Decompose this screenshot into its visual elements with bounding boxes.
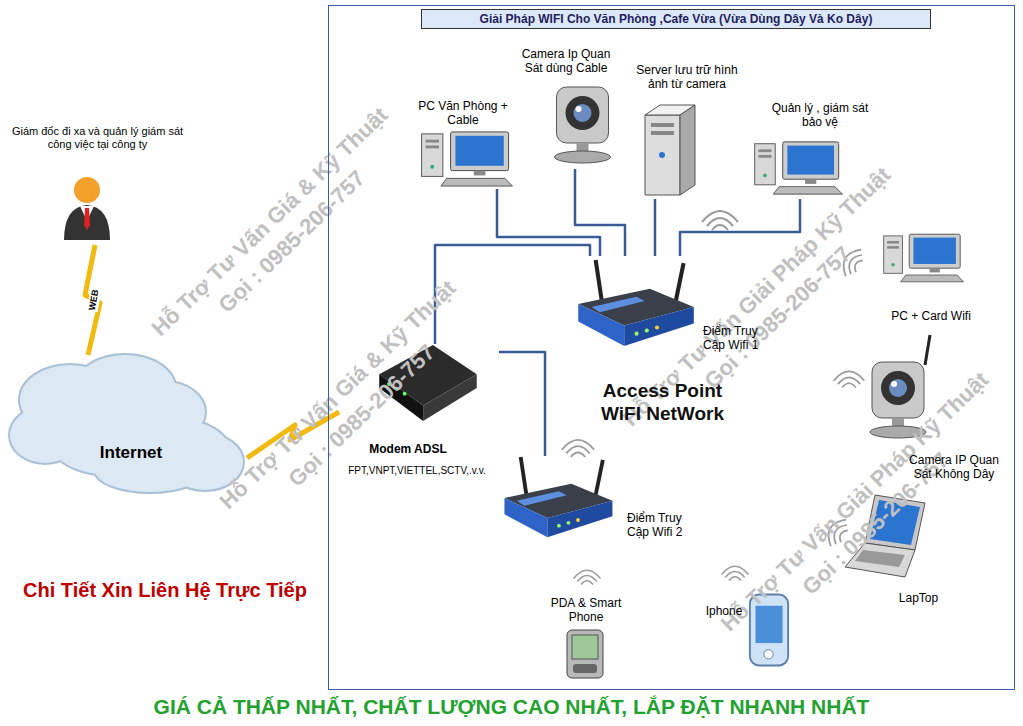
cloud-fill: [10, 355, 243, 492]
node-label: FPT,VNPT,VIETTEL,SCTV,.v.v.: [339, 465, 495, 477]
antenna: [925, 335, 930, 365]
network-cable: [575, 169, 625, 256]
device-node: Internet: [15, 355, 247, 495]
wifi-waves: [574, 570, 601, 584]
node-label: PC Văn Phòng + Cable: [413, 99, 513, 128]
node-label: LapTop: [886, 591, 951, 605]
node-label: Iphone: [701, 604, 747, 618]
router-icon: [578, 260, 694, 346]
device-node: Điểm Truy Cập Wifi 2: [499, 456, 701, 546]
node-label: Quản lý , giám sát bảo vệ: [761, 101, 879, 130]
device-node: PC Văn Phòng + Cable: [399, 99, 527, 189]
pda-icon: [567, 630, 603, 678]
network-cable: [499, 352, 545, 456]
network-panel: Giải Pháp WIFI Cho Văn Phòng ,Cafe Vừa (…: [328, 5, 1015, 690]
server-icon: [645, 105, 695, 195]
device-node: Quản lý , giám sát bảo vệ: [753, 101, 885, 199]
node-label: Internet: [81, 443, 181, 463]
network-cable: [654, 199, 657, 256]
node-label: Điểm Truy Cập Wifi 1: [703, 324, 771, 353]
device-node: PDA & Smart Phone: [541, 596, 631, 683]
watermark-text: Hỗ Trợ Tư Vấn Giải Pháp Kỹ Thuật: [716, 367, 994, 637]
wifi-waves: [834, 371, 865, 387]
device-node: Điểm Truy Cập Wifi 1: [573, 256, 773, 359]
caption-text: Access Point WiFI NetWork: [585, 380, 740, 426]
node-label: Điểm Truy Cập Wifi 2: [627, 511, 697, 540]
node-label: Camera Ip Quan Sát dùng Cable: [516, 47, 616, 76]
pc-icon: [884, 234, 964, 282]
node-label: Camera IP Quan Sát Không Dây: [904, 453, 1004, 482]
device-node: Modem ADSL FPT,VNPT,VIETTEL,SCTV,.v.v.: [339, 344, 499, 486]
node-label: Giám đốc đi xa và quản lý giám sát công …: [7, 125, 188, 151]
node-label: PDA & Smart Phone: [543, 596, 629, 625]
wifi-waves: [722, 566, 749, 580]
watermark-text: Hỗ Trợ Tư Vấn Giá & Kỹ Thuật: [147, 102, 394, 342]
device-node: LapTop: [841, 491, 956, 611]
device-node: PC + Card Wifi: [871, 229, 995, 329]
wifi-waves: [702, 211, 738, 230]
caption-text: GIÁ CẢ THẤP NHẤT, CHẤT LƯỢNG CAO NHẤT, L…: [0, 694, 1023, 719]
device-node: Iphone: [701, 586, 796, 676]
node-label: Modem ADSL: [353, 442, 463, 456]
lightning-link: [85, 245, 100, 355]
caption-text: Chi Tiết Xin Liên Hệ Trực Tiếp: [10, 578, 320, 602]
pc-icon: [422, 132, 513, 186]
device-node: Camera IP Quan Sát Không Dây: [856, 353, 1006, 486]
network-cable: [680, 199, 800, 256]
watermark-text: Hỗ Trợ Tư Vấn Giá & Kỹ Thuật: [215, 275, 462, 515]
device-node: Giám đốc đi xa và quản lý giám sát công …: [5, 125, 190, 245]
wifi-waves: [562, 440, 594, 457]
panel-title: Giải Pháp WIFI Cho Văn Phòng ,Cafe Vừa (…: [421, 9, 931, 29]
pc-icon: [755, 142, 843, 194]
edge-label: WEB: [86, 287, 101, 312]
cloud-outline: [10, 355, 243, 492]
router-icon: [504, 457, 612, 537]
device-node: Server lưu trữ hình ảnh từ camera: [626, 63, 748, 199]
person-icon: [64, 177, 110, 240]
device-node: Camera Ip Quan Sát dùng Cable: [501, 47, 631, 169]
camera-icon: [555, 87, 611, 163]
node-label: Server lưu trữ hình ảnh từ camera: [628, 63, 746, 92]
node-label: PC + Card Wifi: [871, 309, 991, 323]
